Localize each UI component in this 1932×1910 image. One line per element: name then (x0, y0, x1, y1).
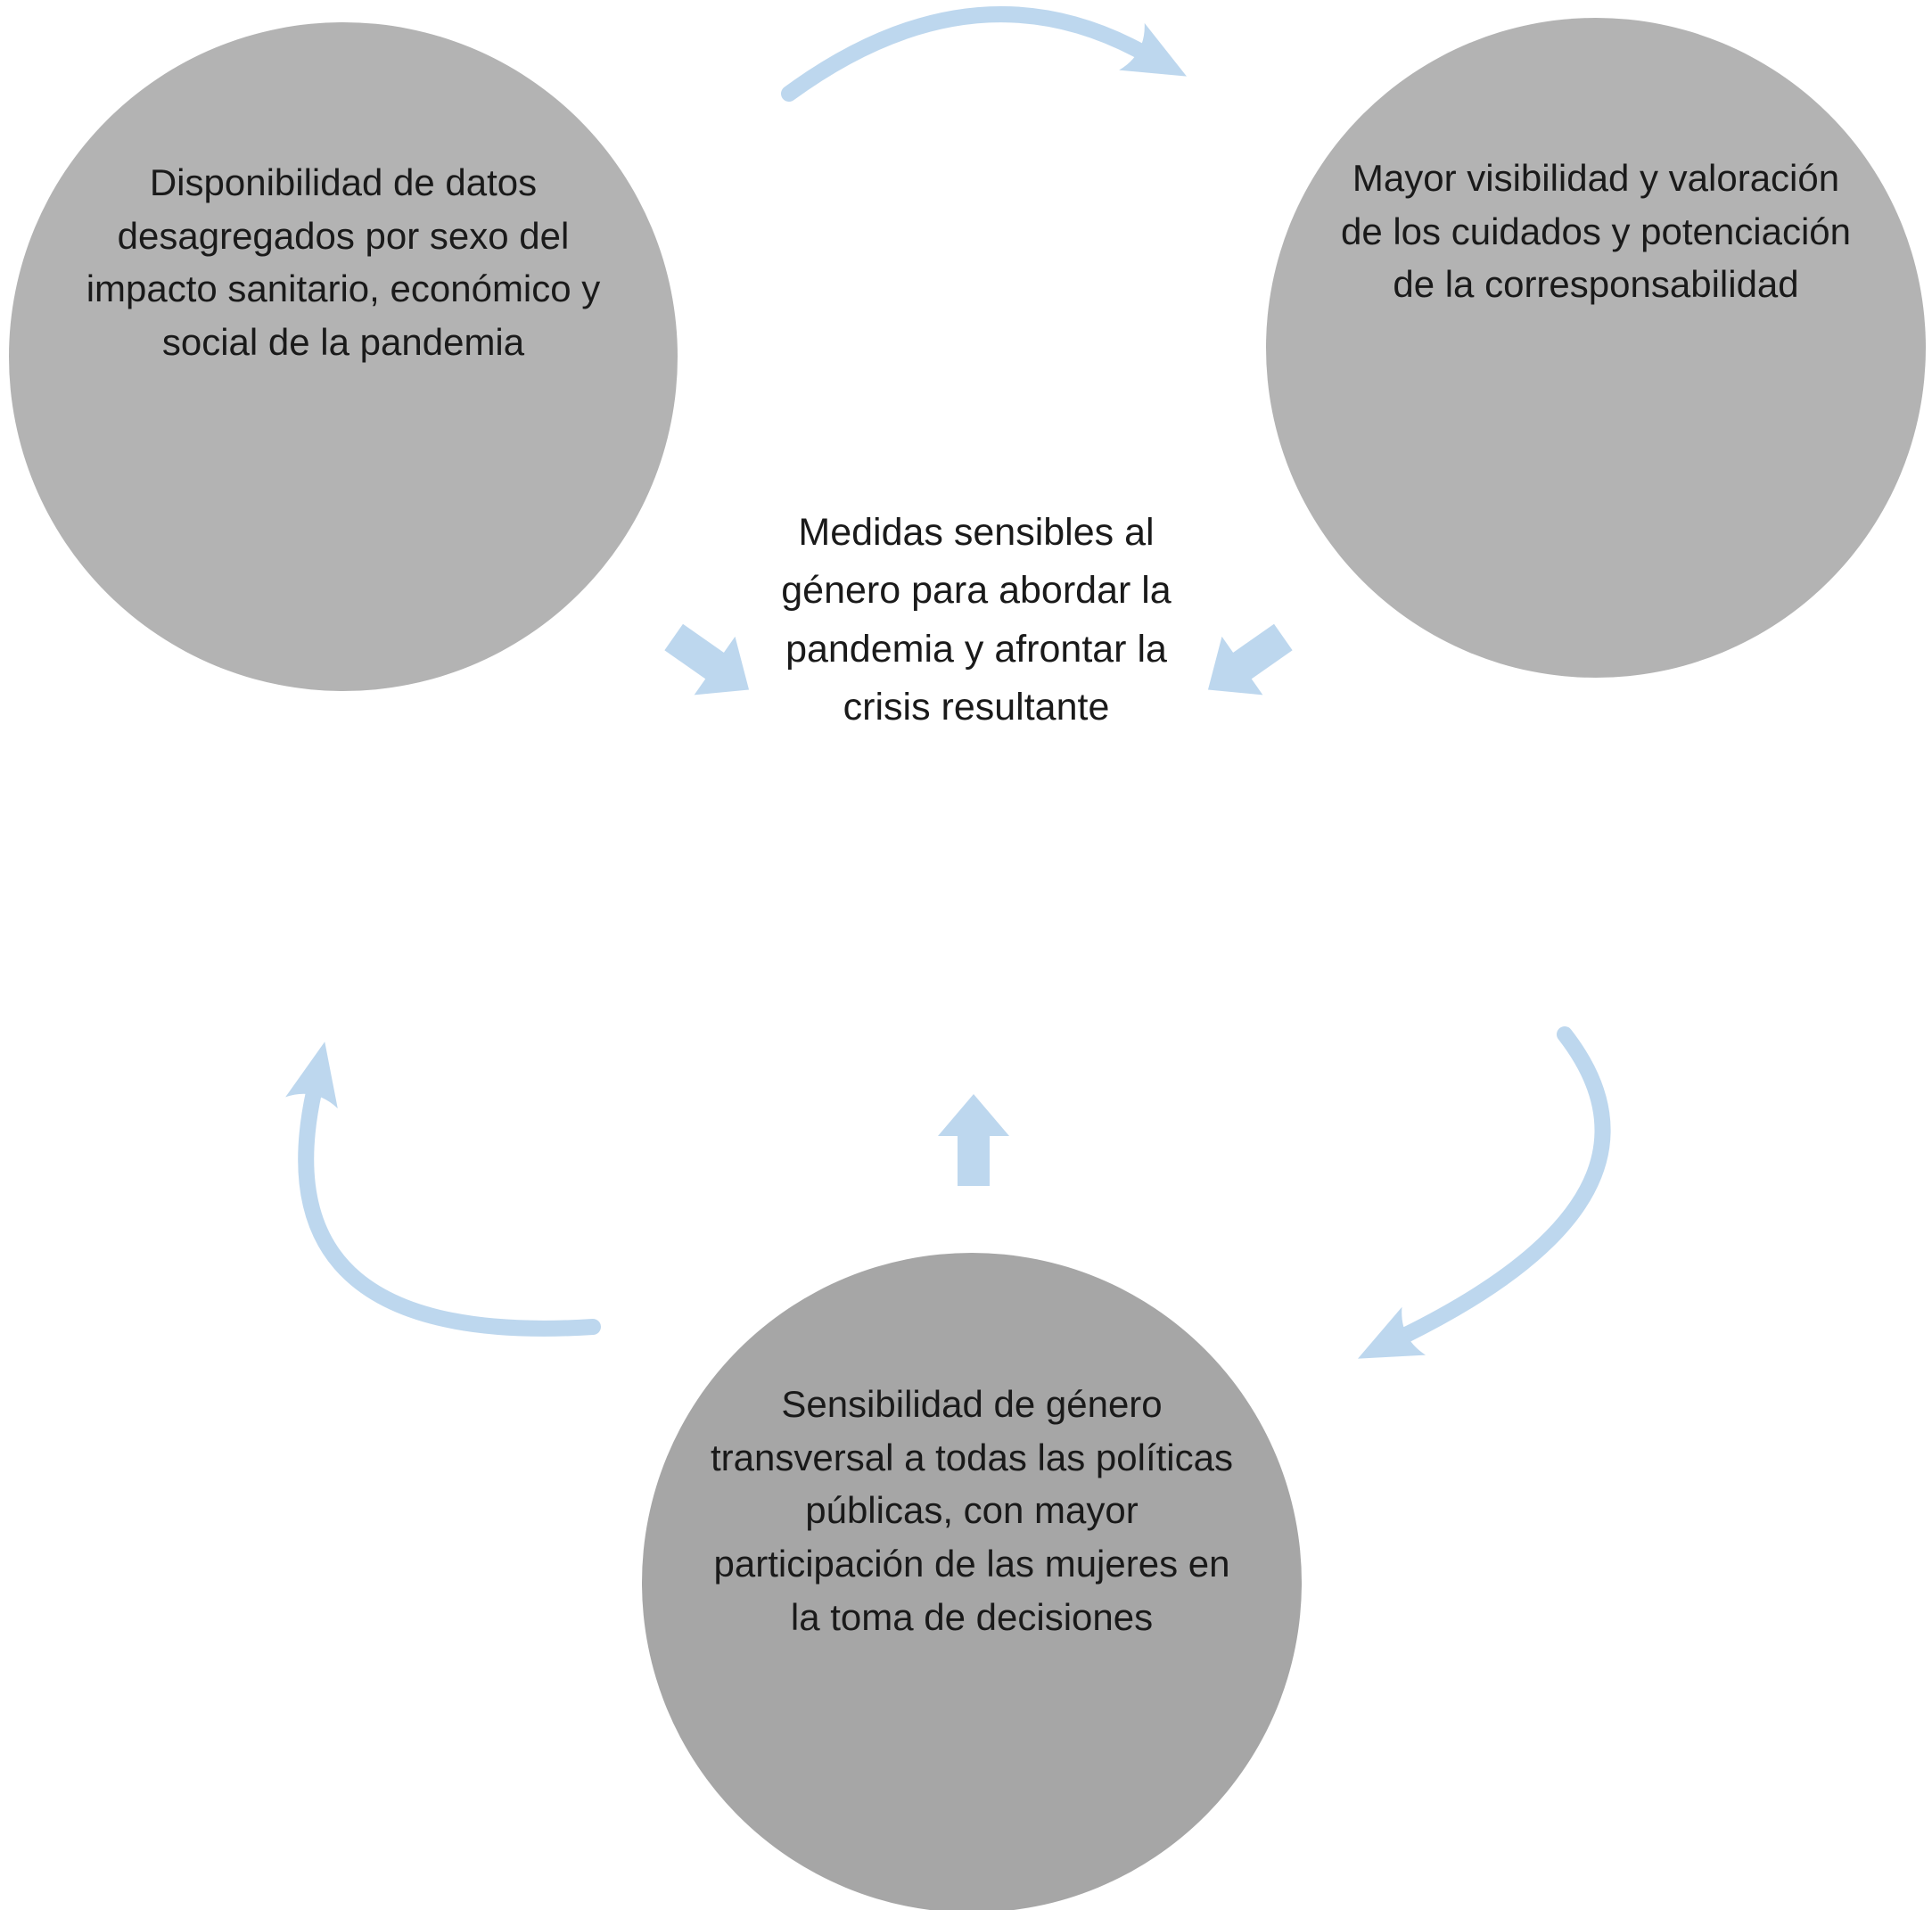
circle-disaggregated-data-label: Disponibilidad de datos desagregados por… (86, 161, 601, 363)
cycle-arrow-left-icon (285, 1041, 601, 1337)
circle-gender-sensitivity-label: Sensibilidad de género transversal a tod… (711, 1383, 1233, 1638)
cycle-arrow-top-icon (781, 6, 1188, 102)
converge-arrow-left-icon (664, 623, 750, 696)
center-statement: Medidas sensibles al género para abordar… (781, 511, 1172, 729)
circle-gender-sensitivity: Sensibilidad de género transversal a tod… (642, 1253, 1302, 1910)
circle-care-visibility-label: Mayor visibilidad y valoración de los cu… (1340, 157, 1852, 306)
cycle-arrow-right-icon (1358, 1026, 1611, 1359)
circle-care-visibility: Mayor visibilidad y valoración de los cu… (1266, 18, 1926, 678)
circle-disaggregated-data: Disponibilidad de datos desagregados por… (9, 22, 678, 691)
converge-arrow-up-icon (938, 1094, 1009, 1186)
converge-arrow-right-icon (1207, 623, 1293, 696)
